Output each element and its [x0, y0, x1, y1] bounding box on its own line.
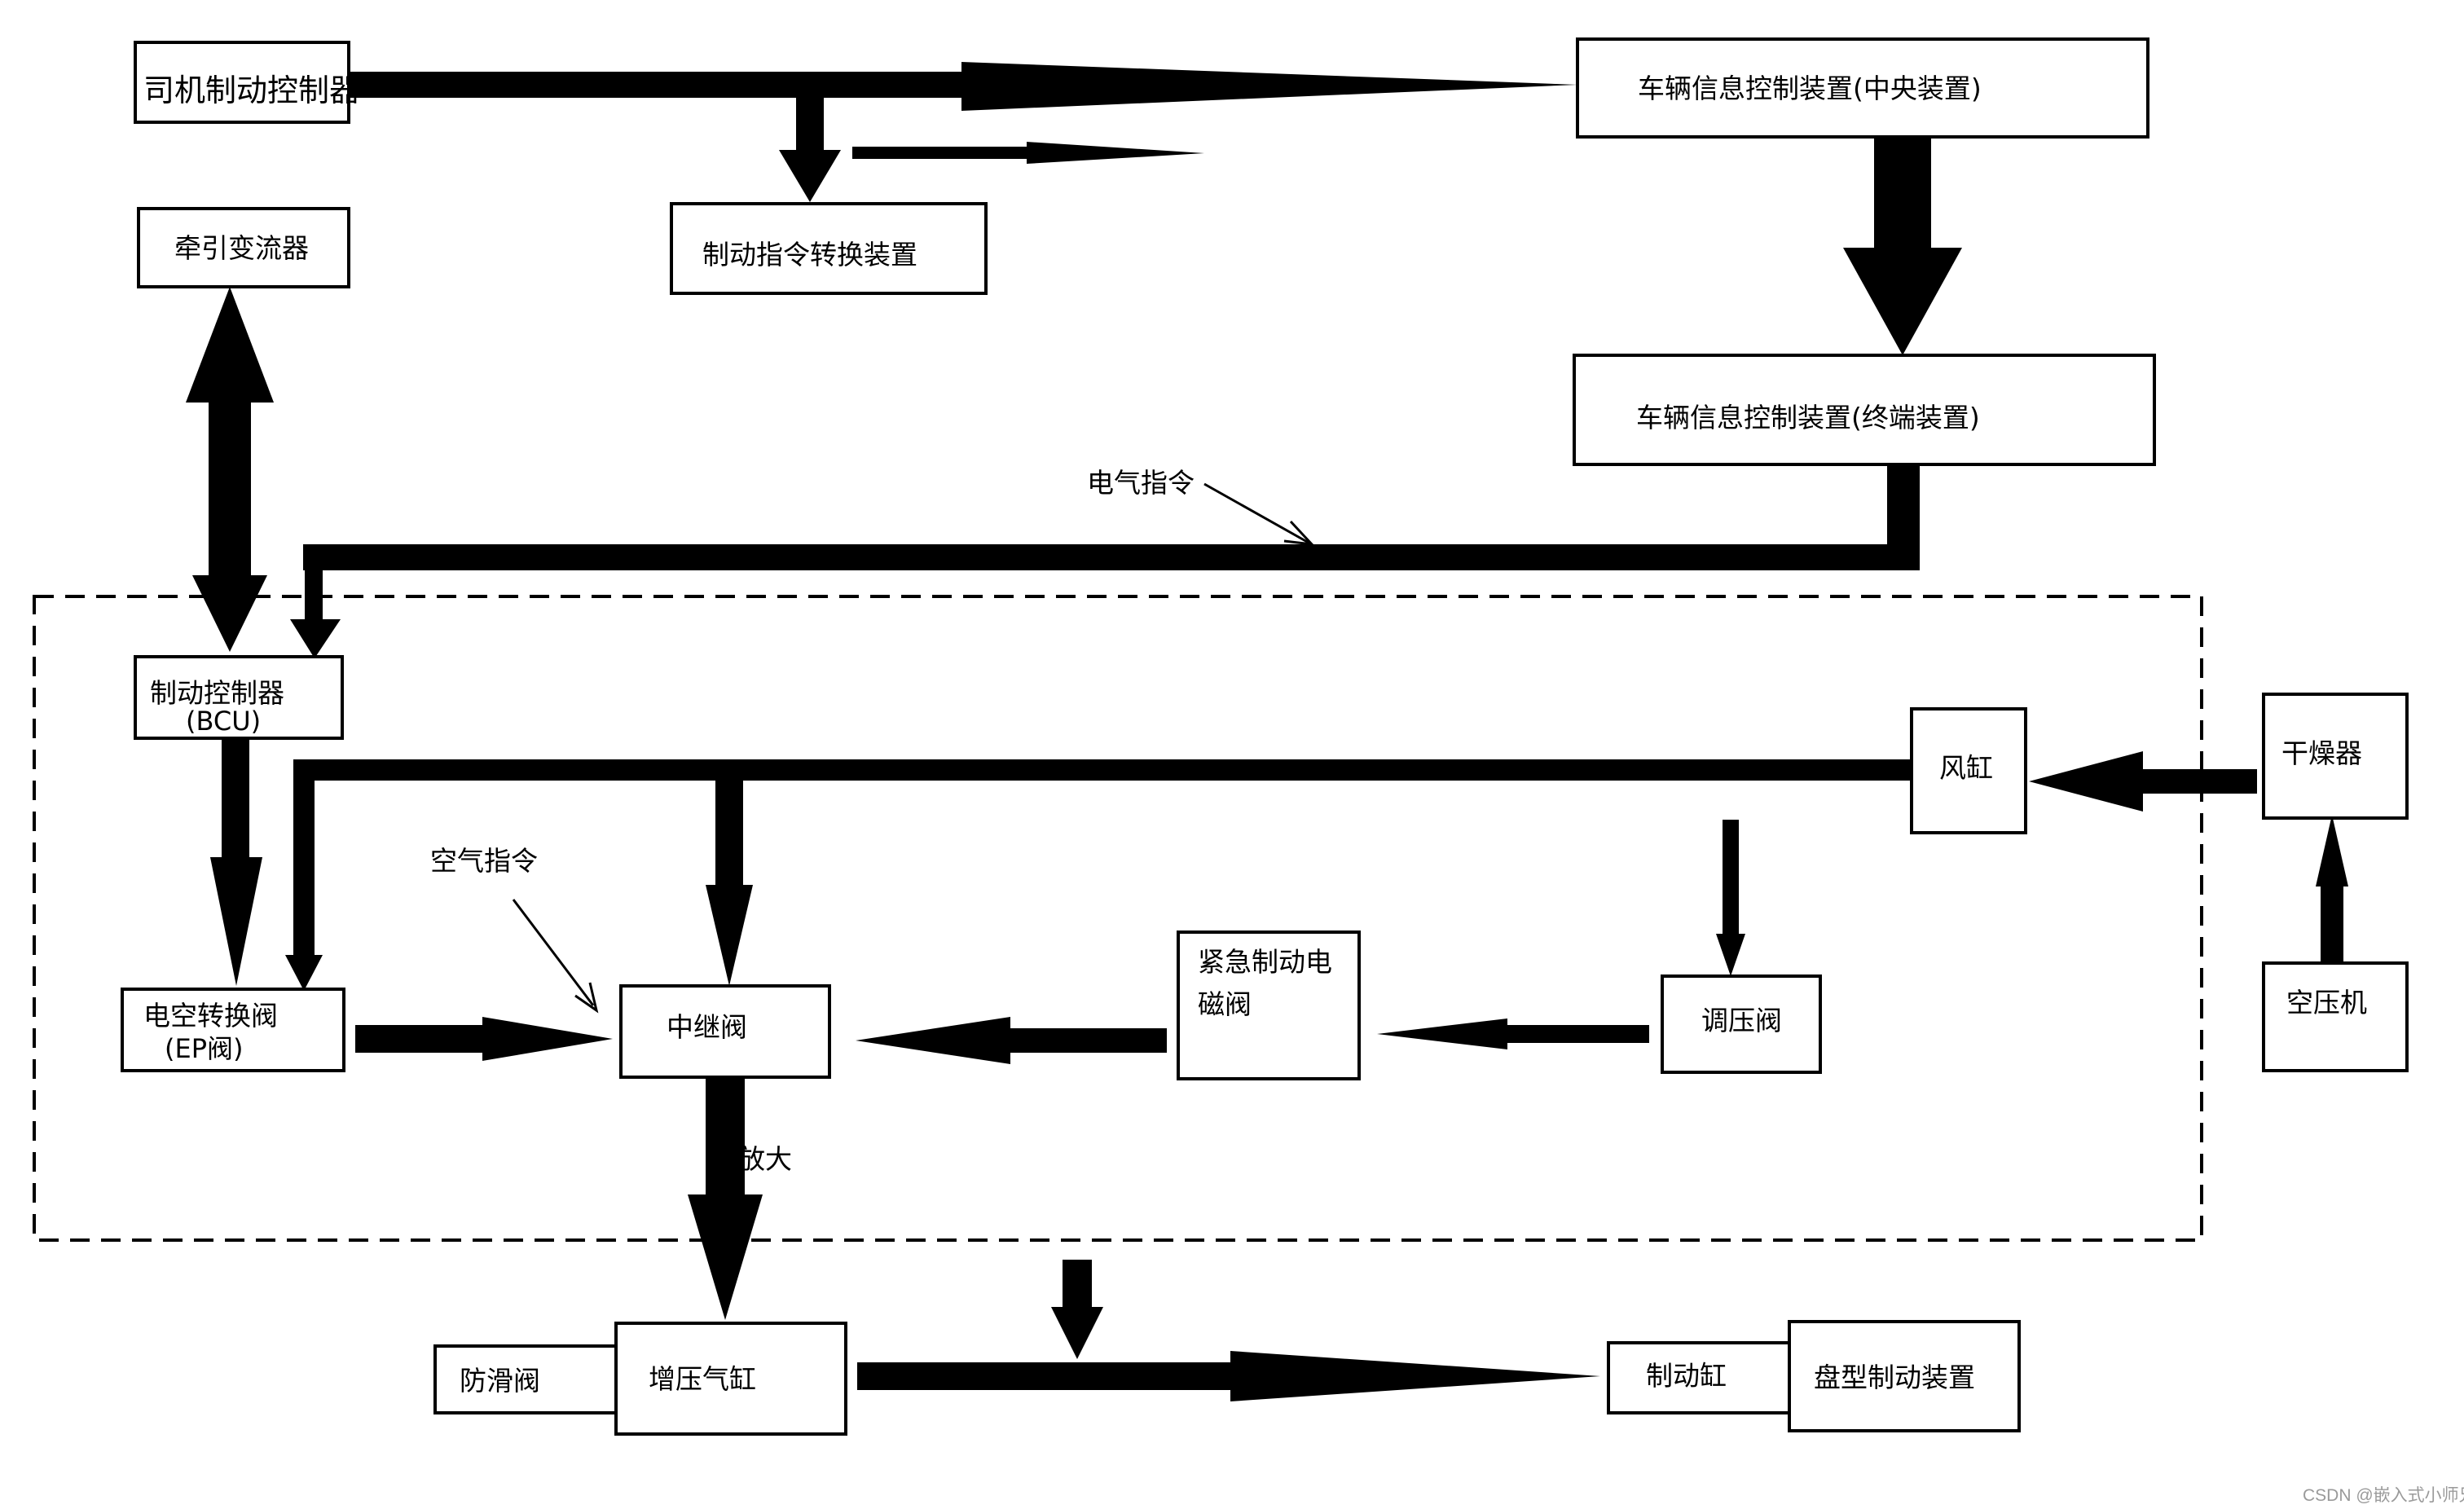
connector-bcu-to-ep — [222, 738, 249, 862]
arrowhead-brake-cylinder — [1230, 1351, 1600, 1401]
connector-driver-to-central — [349, 72, 968, 98]
arrowhead-relay-top — [706, 885, 753, 986]
arrowhead-regulator — [1716, 934, 1745, 976]
pointer-air-command — [512, 899, 595, 1006]
traction-converter-box — [137, 207, 350, 288]
ep-valve-box — [121, 988, 345, 1072]
connector-booster-to-brake — [857, 1362, 1235, 1390]
connector-ep-to-relay — [355, 1025, 486, 1053]
connector-to-regulator — [1723, 820, 1739, 939]
dryer-box — [2262, 693, 2409, 820]
driver-controller-label: 司机制动控制器 — [143, 73, 360, 108]
emergency-valve-label-line1: 紧急制动电 — [1198, 946, 1332, 978]
connector-compressor-to-dryer — [2321, 880, 2343, 963]
arrowhead-ep — [210, 857, 262, 986]
pressure-regulator-label: 调压阀 — [1701, 1005, 1782, 1036]
booster-cylinder-box — [614, 1322, 847, 1436]
arrowhead-relay-left — [482, 1017, 613, 1061]
connector-air-tank-horizontal — [293, 759, 1915, 781]
connector-dryer-to-tank — [2138, 769, 2257, 794]
arrowhead-traction — [186, 287, 274, 403]
vic-central-label: 车辆信息控制装置(中央装置) — [1638, 73, 1982, 104]
electric-command-label: 电气指令 — [1087, 467, 1195, 499]
disc-brake-box — [1788, 1320, 2021, 1432]
brake-cylinder-box — [1607, 1341, 1791, 1414]
brake-unit-boundary — [33, 595, 2203, 1242]
air-command-label: 空气指令 — [430, 845, 538, 877]
arrowhead-central — [961, 62, 1577, 111]
connector-regulator-to-emergency — [1504, 1025, 1649, 1043]
arrowhead-booster — [688, 1194, 763, 1320]
emergency-valve-label-line2: 磁阀 — [1198, 988, 1252, 1020]
arrowhead-tank — [2029, 751, 2143, 812]
emergency-valve-box — [1177, 930, 1361, 1080]
annotation-pointers — [512, 482, 1315, 1014]
amplify-label: 放大 — [738, 1143, 792, 1175]
arrowhead-relay-right — [856, 1017, 1010, 1064]
connector-air-to-ep — [293, 759, 315, 958]
vic-central-box — [1576, 37, 2149, 139]
connector-traction-bcu — [209, 399, 251, 580]
arrowhead-side-short — [1027, 142, 1204, 164]
disc-brake-label: 盘型制动装置 — [1814, 1362, 1975, 1393]
watermark: CSDN @嵌入式小师兄 — [2303, 1486, 2464, 1505]
arrowhead-air-ep — [285, 955, 323, 991]
compressor-box — [2262, 961, 2409, 1072]
connector-emergency-to-relay — [1007, 1028, 1167, 1053]
anti-skid-valve-label: 防滑阀 — [460, 1365, 540, 1397]
driver-controller-box — [134, 41, 350, 124]
air-tank-label: 风缸 — [1939, 752, 1993, 784]
pointer-air-command-head — [574, 982, 599, 1014]
relay-valve-box — [619, 984, 831, 1079]
connector-electric-left-drop — [305, 544, 323, 626]
dryer-label: 干燥器 — [2281, 737, 2362, 769]
booster-cylinder-label: 增压气缸 — [649, 1363, 756, 1395]
arrowhead-bcu-electric — [290, 619, 341, 658]
connector-side-short — [852, 147, 1032, 159]
vic-terminal-label: 车辆信息控制装置(终端装置) — [1636, 402, 1980, 433]
arrowhead-bcu-top — [192, 575, 267, 652]
connector-air-to-relay — [715, 776, 743, 890]
arrowhead-down-stub — [1051, 1307, 1103, 1359]
traction-converter-label: 牵引变流器 — [174, 232, 309, 264]
bcu-label-line1: 制动控制器 — [150, 677, 284, 709]
pressure-regulator-box — [1661, 974, 1822, 1074]
arrowhead-dryer — [2316, 815, 2348, 886]
arrowhead-terminal — [1843, 248, 1962, 355]
pointer-electric-command — [1203, 482, 1309, 544]
vic-terminal-box — [1573, 354, 2156, 466]
arrowhead-brake-cmd — [779, 150, 841, 202]
ep-valve-label-line2: (EP阀) — [165, 1033, 244, 1064]
pointer-electric-command-head — [1283, 520, 1315, 546]
air-tank-box — [1910, 707, 2027, 834]
relay-valve-label: 中继阀 — [667, 1011, 747, 1043]
brake-cmd-converter-box — [670, 202, 988, 295]
brake-cylinder-label: 制动缸 — [1646, 1360, 1727, 1392]
connector-relay-to-booster — [706, 1079, 745, 1199]
connector-central-to-terminal — [1874, 139, 1931, 251]
connectors — [186, 62, 2348, 1401]
brake-cmd-converter-label: 制动指令转换装置 — [702, 239, 917, 271]
compressor-label: 空压机 — [2286, 987, 2367, 1018]
arrowhead-emergency — [1377, 1018, 1507, 1049]
connector-electric-horizontal — [303, 544, 1920, 570]
connector-down-stub — [1063, 1260, 1092, 1312]
bcu-box — [134, 655, 344, 740]
connector-branch-down — [796, 96, 824, 155]
ep-valve-label-line1: 电空转换阀 — [143, 1000, 278, 1032]
bcu-label-line2: (BCU) — [186, 706, 261, 737]
